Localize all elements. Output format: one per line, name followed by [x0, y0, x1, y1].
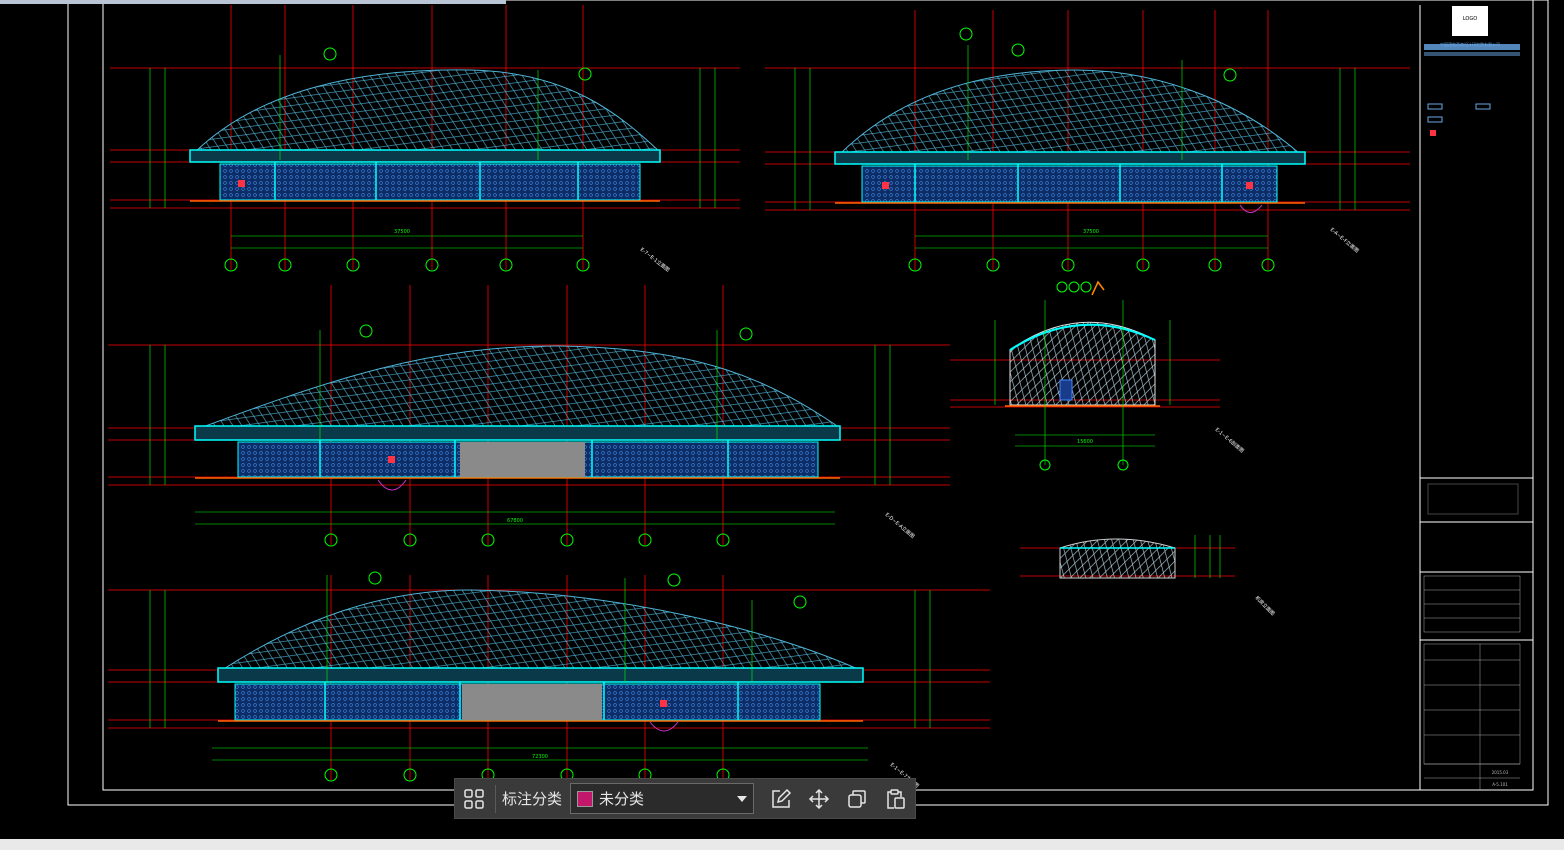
dimension-lines — [994, 300, 1171, 465]
total-dim: 72300 — [532, 754, 548, 760]
total-dim: 15600 — [1077, 439, 1093, 445]
glass-entrance — [460, 442, 585, 477]
chevron-down-icon — [737, 795, 748, 802]
total-dim: 37500 — [1083, 229, 1099, 235]
elevation-3[interactable]: 67800 E-D~E-A立面图 — [108, 285, 950, 547]
title-block: LOGO 中国建筑西南设计研究院有限公司 2015.03 A-5.101 — [1420, 6, 1533, 790]
total-dim: 37500 — [394, 229, 410, 235]
small-elevation-caption: 机房立面图 — [1254, 594, 1277, 617]
paste-icon[interactable] — [876, 779, 914, 818]
edit-icon[interactable] — [762, 779, 800, 818]
category-label: 标注分类 — [502, 790, 563, 808]
dimension-lines — [1194, 535, 1221, 578]
bottom-status-strip — [0, 839, 1564, 850]
category-dropdown[interactable]: 未分类 — [570, 783, 755, 814]
small-elevation[interactable]: 机房立面图 — [1020, 535, 1276, 617]
columns — [274, 162, 579, 200]
elevation-2[interactable]: 37500 E-A~E-F立面图 — [765, 10, 1410, 272]
axis-bubbles — [1039, 281, 1129, 471]
category-value: 未分类 — [599, 790, 645, 808]
section-caption: E-1~E-6剖面图 — [1214, 426, 1246, 454]
date-text: 2015.03 — [1492, 770, 1509, 775]
svg-text:LOGO: LOGO — [1463, 16, 1477, 22]
elevation-caption: E-D~E-A立面图 — [884, 511, 916, 540]
top-edge-strip — [0, 0, 506, 4]
dimension-lines — [149, 575, 931, 761]
dimension-lines — [149, 330, 891, 525]
elevation-caption: E-A~E-F立面图 — [1329, 226, 1361, 254]
columns — [319, 440, 729, 477]
annotation-toolbar: 标注分类 未分类 — [454, 778, 916, 819]
copy-icon[interactable] — [838, 779, 876, 818]
section-view[interactable]: 15600 E-1~E-6剖面图 — [950, 280, 1246, 471]
columns — [914, 164, 1223, 202]
company-name: 中国建筑西南设计研究院有限公司 — [1440, 41, 1500, 47]
axis-bubbles — [324, 324, 753, 547]
door-marker — [238, 180, 245, 187]
grid-icon[interactable] — [455, 779, 493, 818]
total-dim: 67800 — [507, 518, 523, 524]
toolbar-divider — [495, 784, 496, 813]
dimension-lines — [794, 45, 1356, 249]
elevation-1[interactable]: 37500 E-7~E-1立面图 — [110, 5, 740, 273]
columns — [324, 682, 739, 720]
category-color-swatch — [577, 790, 594, 807]
sheet-number: A-5.101 — [1492, 782, 1508, 787]
axis-bubbles — [908, 27, 1275, 272]
move-icon[interactable] — [800, 779, 838, 818]
axis-bubbles — [224, 47, 592, 272]
elevation-caption: E-7~E-1立面图 — [639, 246, 671, 273]
elevation-4[interactable]: 72300 E-1~E-7立面图 — [108, 571, 990, 789]
dimension-lines — [149, 55, 716, 249]
